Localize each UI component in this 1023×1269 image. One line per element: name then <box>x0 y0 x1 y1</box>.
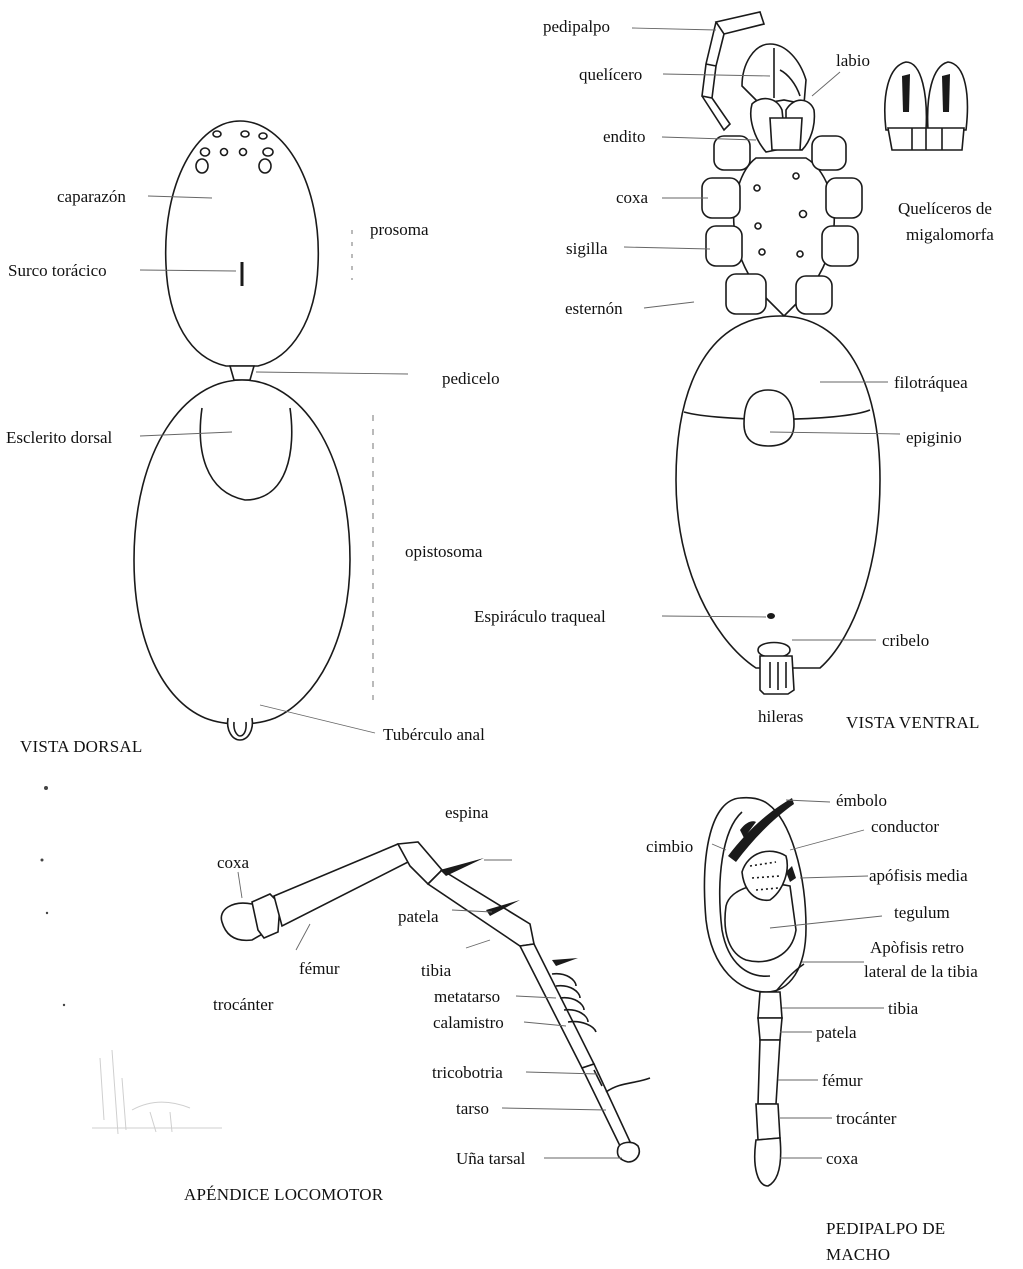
leg-tarsus-shape <box>582 1064 632 1150</box>
leg-claw-shape <box>617 1142 639 1162</box>
label-espiraculo-traqueal: Espiráculo traqueal <box>474 607 606 626</box>
label-surco-toracico: Surco torácico <box>8 261 107 280</box>
label-palp-patela: patela <box>816 1023 857 1042</box>
label-leg-patela: patela <box>398 907 439 926</box>
caption-apendice-locomotor: APÉNDICE LOCOMOTOR <box>184 1185 384 1204</box>
label-prosoma: prosoma <box>370 220 429 239</box>
label-sigilla: sigilla <box>566 239 608 258</box>
inset-caption-line2: migalomorfa <box>906 225 994 244</box>
label-pedipalpo: pedipalpo <box>543 17 610 36</box>
label-labio: labio <box>836 51 870 70</box>
leg-femur-shape <box>274 844 412 926</box>
dorsal-opisthosoma-shape <box>134 380 350 724</box>
label-conductor: conductor <box>871 817 939 836</box>
ventral-abdomen <box>676 316 880 668</box>
label-filotraquea: filotráquea <box>894 373 968 392</box>
label-endito: endito <box>603 127 646 146</box>
palp-femur-shape <box>758 1040 780 1104</box>
label-esternon: esternón <box>565 299 623 318</box>
label-leg-tibia: tibia <box>421 961 452 980</box>
leg-spine <box>440 858 484 876</box>
faint-sketch-mark <box>92 1050 222 1134</box>
label-pedicelo: pedicelo <box>442 369 500 388</box>
label-epiginio: epiginio <box>906 428 962 447</box>
ventral-epigyne <box>744 390 794 446</box>
label-palp-coxa: coxa <box>826 1149 859 1168</box>
dorsal-prosoma-shape <box>166 121 319 366</box>
label-tegulum: tegulum <box>894 903 950 922</box>
ventral-spinnerets <box>760 656 794 694</box>
label-caparazon: caparazón <box>57 187 126 206</box>
dorsal-anal-tubercle <box>228 718 253 740</box>
label-leg-trocanter: trocánter <box>213 995 274 1014</box>
leg-tibia-shape <box>428 870 534 946</box>
label-leg-coxa: coxa <box>217 853 250 872</box>
caption-vista-dorsal: VISTA DORSAL <box>20 737 142 756</box>
label-apofisis-retro-2: lateral de la tibia <box>864 962 978 981</box>
palp-coxa-shape <box>755 1138 781 1186</box>
label-quelicero: quelícero <box>579 65 642 84</box>
label-esclerito-dorsal: Esclerito dorsal <box>6 428 112 447</box>
label-tarso: tarso <box>456 1099 489 1118</box>
label-hileras: hileras <box>758 707 803 726</box>
caption-vista-ventral: VISTA VENTRAL <box>846 713 980 732</box>
palp-figure <box>704 798 806 1186</box>
inset-chelicerae-figure <box>885 62 968 150</box>
stray-specks <box>41 786 66 1006</box>
label-embolo: émbolo <box>836 791 887 810</box>
palp-patella-shape <box>758 1018 782 1040</box>
label-tuberculo-anal: Tubérculo anal <box>383 725 485 744</box>
label-cimbio: cimbio <box>646 837 693 856</box>
caption-pedipalpo-line2: MACHO <box>826 1245 890 1264</box>
dorsal-view-figure <box>134 121 373 740</box>
ventral-view-figure <box>676 12 880 694</box>
label-palp-femur: fémur <box>822 1071 863 1090</box>
label-espina: espina <box>445 803 489 822</box>
label-palp-tibia: tibia <box>888 999 919 1018</box>
label-apofisis-retro-1: Apòfisis retro <box>870 938 964 957</box>
label-cribelo: cribelo <box>882 631 929 650</box>
label-calamistro: calamistro <box>433 1013 504 1032</box>
label-leg-femur: fémur <box>299 959 340 978</box>
inset-caption-line1: Quelíceros de <box>898 199 992 218</box>
label-palp-trocanter: trocánter <box>836 1109 897 1128</box>
label-tricobotria: tricobotria <box>432 1063 503 1082</box>
ventral-tracheal-spiracle <box>767 613 775 619</box>
dorsal-pedicel-shape <box>230 366 254 380</box>
palp-tibia-shape <box>758 992 782 1018</box>
caption-pedipalpo-line1: PEDIPALPO DE <box>826 1219 945 1238</box>
palp-trochanter-shape <box>756 1104 780 1140</box>
label-opistosoma: opistosoma <box>405 542 483 561</box>
label-apofisis-media: apófisis media <box>869 866 968 885</box>
label-una-tarsal: Uña tarsal <box>456 1149 526 1168</box>
label-metatarso: metatarso <box>434 987 500 1006</box>
label-ventral-coxa: coxa <box>616 188 649 207</box>
